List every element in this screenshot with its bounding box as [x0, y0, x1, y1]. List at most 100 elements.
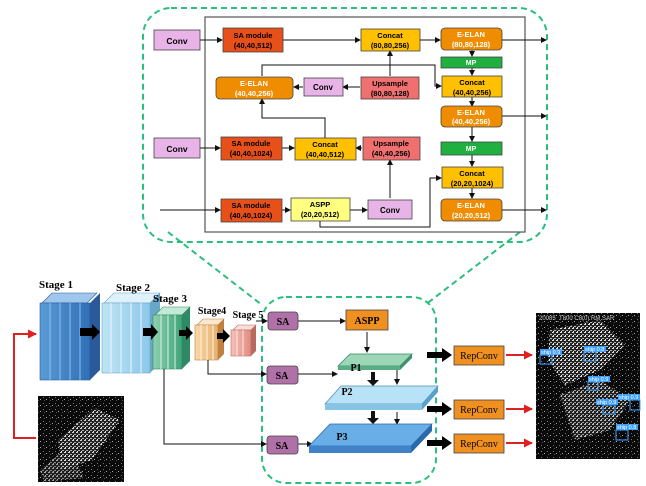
aspp-block-head: ASPP: [345, 309, 389, 331]
sa-module-block-1: SA module (40,40,512): [222, 27, 284, 53]
svg-text:Concat: Concat: [459, 78, 485, 87]
svg-text:(40,40,256): (40,40,256): [235, 89, 274, 98]
svg-text:(80,80,256): (80,80,256): [371, 41, 410, 50]
aspp-block-neck: ASPP (20,20,512): [290, 197, 351, 222]
svg-text:Conv: Conv: [313, 83, 334, 92]
conv-block-left: Conv: [153, 137, 201, 159]
sa-module-block-3: SA module (40,40,1024): [220, 198, 283, 223]
svg-text:MP: MP: [466, 146, 477, 153]
e-elan-block-right: E-ELAN (40,40,256): [440, 105, 503, 128]
svg-text:ship 0.8: ship 0.8: [617, 425, 636, 431]
svg-text:E-ELAN: E-ELAN: [457, 201, 485, 210]
sa-module-block-2: SA module (40,40,1024): [220, 136, 283, 161]
backbone-stage-2: Stage 2: [101, 282, 161, 374]
conv-block-bottom: Conv: [367, 199, 413, 220]
svg-text:P3: P3: [336, 432, 347, 443]
repconv-block-2: RepConv: [453, 399, 505, 420]
svg-text:E-ELAN: E-ELAN: [457, 30, 485, 39]
svg-text:P2: P2: [341, 387, 352, 398]
svg-text:SA module: SA module: [232, 139, 271, 148]
backbone-stage-4: Stage4: [194, 306, 226, 361]
conv-block-top: Conv: [153, 29, 201, 51]
svg-text:RepConv: RepConv: [460, 351, 498, 362]
svg-text:(40,40,256): (40,40,256): [372, 149, 411, 158]
detection-labels: ship 0.9 ship 0.8 ship 0.9 ship 0.9 ship…: [540, 346, 640, 431]
svg-text:MP: MP: [466, 60, 477, 67]
svg-text:ship 0.9: ship 0.9: [597, 400, 616, 406]
plane-arrows: [367, 372, 379, 424]
svg-text:ship 0.9: ship 0.9: [589, 377, 608, 383]
backbone-arrows: [80, 324, 230, 343]
concat-block-bottom: Concat (20,20,1024): [441, 166, 504, 189]
svg-text:20085_T800 C8(0) RM SAR: 20085_T800 C8(0) RM SAR: [539, 316, 615, 322]
svg-text:Upsample: Upsample: [372, 79, 408, 88]
svg-text:SA: SA: [277, 317, 291, 328]
feature-plane-p2: P2: [324, 385, 439, 410]
repconv-block-1: RepConv: [453, 345, 505, 366]
svg-text:ship 0.8: ship 0.8: [585, 347, 604, 353]
mp-block-2: MP: [440, 141, 503, 156]
svg-text:(40,40,512): (40,40,512): [306, 150, 345, 159]
svg-text:Concat: Concat: [459, 169, 485, 178]
backbone-stage-5: Stage 5: [230, 310, 264, 357]
svg-text:ship 0.9: ship 0.9: [619, 395, 638, 401]
svg-text:ship 0.9: ship 0.9: [541, 350, 560, 356]
svg-text:(40,40,1024): (40,40,1024): [230, 211, 273, 220]
e-elan-block-1: E-ELAN (80,80,128): [440, 27, 503, 51]
svg-text:(40,40,512): (40,40,512): [234, 41, 273, 50]
sa-block-mid: SA: [266, 365, 299, 385]
detection-arrows: [506, 350, 533, 448]
neck-zoom-outline: [142, 7, 548, 243]
mp-block-1: MP: [440, 56, 503, 69]
svg-text:RepConv: RepConv: [460, 405, 498, 416]
input-arrow: [13, 329, 37, 439]
svg-text:(20,20,512): (20,20,512): [452, 211, 491, 220]
svg-text:(20,20,512): (20,20,512): [301, 210, 340, 219]
backbone-stage-1: Stage 1: [39, 279, 100, 381]
svg-text:P1: P1: [350, 363, 361, 374]
svg-text:Stage 5: Stage 5: [233, 310, 264, 321]
svg-text:SA module: SA module: [232, 201, 271, 210]
svg-text:(80,80,128): (80,80,128): [371, 89, 410, 98]
svg-text:Stage4: Stage4: [198, 306, 226, 317]
svg-text:Concat: Concat: [312, 140, 338, 149]
svg-text:Stage 2: Stage 2: [116, 282, 150, 294]
svg-text:Stage 1: Stage 1: [39, 279, 73, 291]
svg-text:(40,40,1024): (40,40,1024): [230, 149, 273, 158]
svg-text:Upsample: Upsample: [373, 139, 409, 148]
svg-text:Conv: Conv: [166, 36, 188, 46]
sa-block-bottom: SA: [266, 435, 299, 455]
repconv-block-3: RepConv: [453, 433, 505, 454]
head-output-arrows: [427, 348, 452, 450]
detection-output-image: 20085_T800 C8(0) RM SAR ship 0.9 ship 0.…: [536, 313, 641, 459]
svg-text:Concat: Concat: [377, 31, 403, 40]
svg-text:E-ELAN: E-ELAN: [240, 79, 268, 88]
feature-plane-p3: P3: [308, 423, 433, 453]
conv-block-mid: Conv: [303, 77, 344, 97]
svg-text:ASPP: ASPP: [355, 316, 380, 327]
backbone-stage-3: Stage 3: [152, 293, 191, 370]
svg-text:SA module: SA module: [234, 31, 273, 40]
svg-text:SA: SA: [276, 441, 290, 452]
sa-block-top: SA: [267, 311, 299, 331]
svg-text:(40,40,256): (40,40,256): [452, 117, 491, 126]
svg-text:SA: SA: [276, 371, 290, 382]
svg-text:Stage 3: Stage 3: [153, 293, 187, 305]
svg-text:(80,80,128): (80,80,128): [452, 40, 491, 49]
neck-connections: [160, 37, 547, 228]
svg-text:RepConv: RepConv: [460, 439, 498, 450]
input-sar-image: [38, 396, 124, 482]
svg-text:Conv: Conv: [166, 144, 188, 154]
backbone-to-head-connections: [163, 318, 400, 447]
svg-text:ASPP: ASPP: [310, 200, 330, 209]
svg-text:E-ELAN: E-ELAN: [457, 108, 485, 117]
upsample-block-1: Upsample (80,80,128): [360, 76, 420, 100]
svg-text:(20,20,1024): (20,20,1024): [451, 179, 494, 188]
svg-text:Conv: Conv: [380, 206, 401, 215]
feature-plane-p1: P1: [337, 353, 413, 374]
upsample-block-2: Upsample (40,40,256): [362, 136, 421, 161]
svg-text:(40,40,256): (40,40,256): [453, 88, 492, 97]
e-elan-block-mid-left: E-ELAN (40,40,256): [215, 76, 294, 100]
concat-block-1: Concat (80,80,256): [360, 28, 421, 52]
